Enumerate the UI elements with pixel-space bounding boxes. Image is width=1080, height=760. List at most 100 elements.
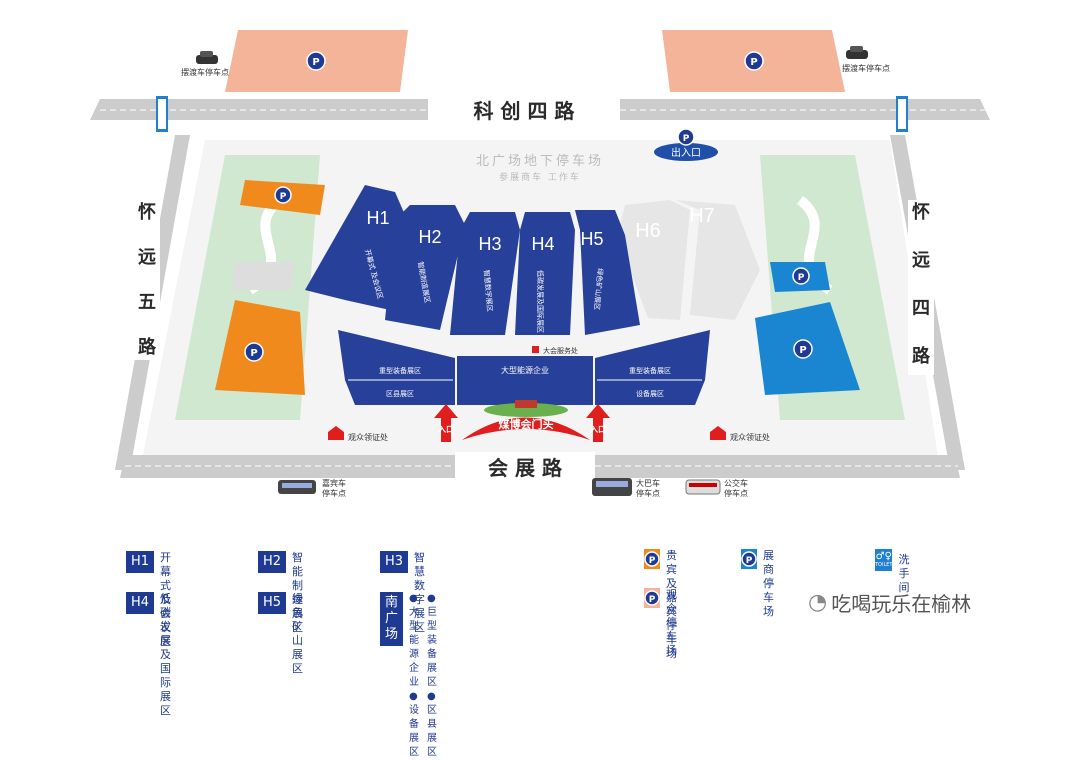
south-right-top-label: 重型装备展区 (629, 366, 671, 375)
guest-car-stop-label: 嘉宾车停车点 (322, 478, 346, 498)
expo-gate (462, 417, 590, 440)
south-left-bottom-label: 区县展区 (386, 390, 414, 398)
entrance-arrow-right: 入口 (586, 404, 610, 442)
south-center-label: 大型能源企业 (501, 365, 549, 375)
hall-h2-label: H2 (418, 227, 441, 247)
hall-h4-desc: 低碳发展及国际展区 (536, 270, 545, 333)
legend-exhibitor-parking-text: 展商 停车场 (763, 549, 774, 618)
south-road-name: 会 展 路 (488, 456, 563, 480)
hall-h3 (450, 212, 520, 335)
legend-south-plaza: 南广场 ● 大型能源企业 ● 设备展区 ● 巨型装备展区 ● 区县展区 (380, 592, 437, 760)
legend-toilet-text: 洗手间 (898, 553, 910, 594)
bus-stop-line1: 大巴车 (636, 478, 660, 488)
legend-h1-badge: H1 (126, 551, 155, 573)
parking-icon: P (744, 51, 764, 71)
svg-text:P: P (683, 134, 690, 144)
bus-stop-line2: 停车点 (636, 488, 660, 498)
parking-icon: P (274, 186, 292, 204)
watermark: ◔ 吃喝玩乐在榆林 (808, 588, 971, 617)
legend-south-badge: 南广场 (380, 592, 404, 646)
south-plaza-center (457, 356, 593, 405)
svg-text:P: P (649, 595, 656, 605)
service-point-icon (532, 346, 539, 353)
svg-text:P: P (312, 57, 319, 68)
underground-parking-subtitle: 参展商车 工作车 (499, 171, 581, 183)
shuttle-stop-right-label: 摆渡车停车点 (842, 63, 890, 73)
legend-h2-badge: H2 (258, 551, 287, 573)
parking-icon: P (677, 128, 695, 146)
svg-text:P: P (799, 345, 806, 356)
legend-h5-badge: H5 (258, 592, 287, 614)
legend-h4-badge: H4 (126, 592, 155, 614)
svg-text:入口: 入口 (437, 425, 454, 434)
legend-visitor-parking: P 观众 停车场 (644, 588, 681, 658)
legend-h2-text: 智能制造 展区 (292, 551, 304, 634)
public-bus-stop-line2: 停车点 (724, 488, 748, 498)
public-bus-stop-label: 公交车停车点 (724, 478, 748, 498)
svg-text:P: P (250, 348, 257, 359)
legend-h1-text: 开幕式及 会议区 (160, 551, 172, 648)
grey-lot-west (232, 262, 295, 290)
visitor-ticket-left-label: 观众领证处 (348, 432, 388, 442)
west-road-name-1: 怀 (138, 202, 156, 223)
hall-h1 (305, 185, 405, 310)
legend-h3-text: 智慧数字 展区 (414, 551, 426, 634)
east-road-label-bg (908, 200, 934, 375)
hall-h6 (620, 200, 690, 320)
svg-text:P: P (280, 192, 287, 202)
parking-icon: P (306, 51, 326, 71)
toilet-icon-text: TOILET (875, 562, 893, 568)
legend-exhibitor-parking: P 展商 停车场 (741, 549, 778, 619)
svg-text:P: P (798, 273, 805, 283)
public-bus-stop-line1: 公交车 (724, 478, 748, 488)
west-road-name-3: 五 (138, 292, 156, 313)
legend-h3: H3 智慧数字 展区 (380, 551, 425, 635)
hall-h3-desc: 智慧数字展区 (482, 269, 495, 312)
legend-visitor-parking-text: 观众 停车场 (666, 588, 677, 657)
hall-h4 (515, 212, 575, 335)
guest-car-stop-line1: 嘉宾车 (322, 478, 346, 488)
car-icon (196, 51, 218, 64)
hall-h5-desc: 绿色矿山展区 (592, 268, 605, 311)
house-icon (710, 426, 726, 440)
public-bus-icon (685, 479, 721, 495)
wechat-icon: ◔ (808, 590, 828, 615)
legend-h4-text: 低碳发展及 国际展区 (160, 592, 172, 717)
underground-entrance-label: 出入口 (671, 146, 701, 159)
parking-icon: P (793, 339, 813, 359)
legend-h5: H5 绿色矿山 展区 (258, 592, 303, 676)
parking-icon: P (244, 342, 264, 362)
hall-h3-label: H3 (478, 234, 501, 254)
legend-h1: H1 开幕式及 会议区 (126, 551, 171, 649)
parking-icon: P (792, 267, 810, 285)
svg-text:入口: 入口 (589, 425, 606, 434)
exhibitor-parking-icon: P (741, 549, 757, 569)
hall-h6-label: H6 (635, 220, 661, 242)
west-road-name-2: 远 (138, 247, 156, 268)
guest-car-stop-line2: 停车点 (322, 488, 346, 498)
underground-parking-title: 北广场地下停车场 (476, 153, 604, 169)
legend-south-col2: ● 巨型装备展区 ● 区县展区 (427, 593, 438, 758)
south-road-label-bg (455, 452, 595, 482)
hall-h7 (675, 200, 760, 320)
svg-text:P: P (746, 556, 753, 566)
legend-toilet: ♂♀ TOILET 洗手间 (875, 549, 914, 595)
east-road-name-3: 四 (912, 298, 930, 319)
south-left-top-label: 重型装备展区 (379, 366, 421, 375)
toilet-icon: ♂♀ TOILET (875, 549, 893, 571)
toilet-icon (156, 96, 908, 132)
north-road-name: 科 创 四 路 (474, 99, 576, 123)
visitor-parking-icon: P (644, 588, 660, 608)
east-road-name-2: 远 (912, 250, 930, 271)
bus-stop-label: 大巴车停车点 (636, 478, 660, 498)
expo-gate-label: 煤博会门头 (499, 417, 554, 431)
legend-h4: H4 低碳发展及 国际展区 (126, 592, 171, 718)
hall-h4-label: H4 (531, 234, 554, 254)
service-point-label: 大会服务处 (543, 346, 578, 355)
west-road-label-bg (134, 200, 160, 360)
hall-h2 (385, 205, 465, 330)
west-road-name-4: 路 (138, 336, 157, 358)
bus-icon (592, 478, 632, 496)
hall-h7-label: H7 (689, 205, 715, 227)
legend-h5-text: 绿色矿山 展区 (292, 592, 304, 675)
